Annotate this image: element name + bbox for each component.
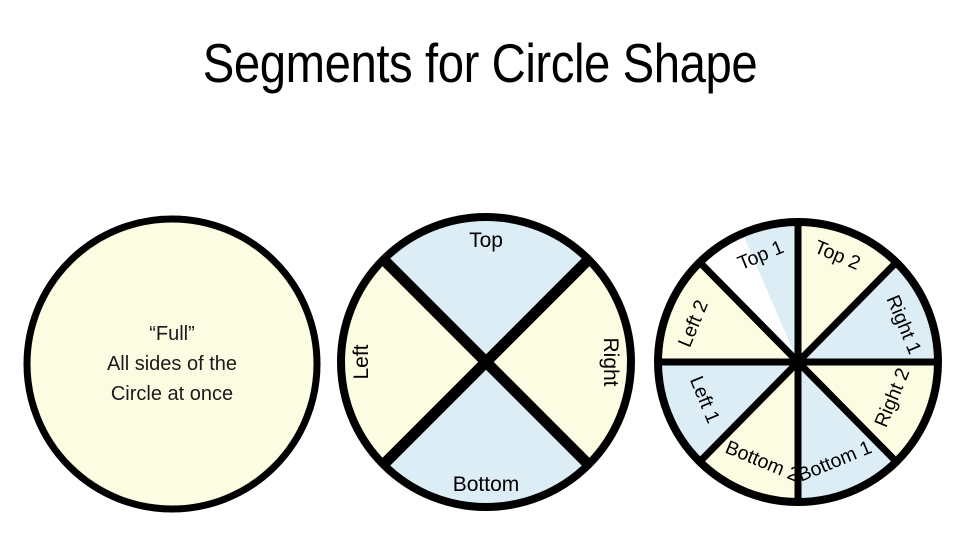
quadrant-label-bottom: Bottom bbox=[453, 473, 520, 496]
quadrant-segments bbox=[340, 216, 632, 508]
full-circle-label-line3: Circle at once bbox=[111, 383, 233, 405]
segment-left-1 bbox=[658, 362, 798, 462]
divider-diagonal-2 bbox=[379, 255, 593, 469]
octant-dividers bbox=[658, 222, 938, 502]
full-circle-label-line1: “Full” bbox=[149, 323, 195, 345]
figure-quadrant-circle: Top Bottom Left Right bbox=[337, 212, 636, 514]
divider-diagonal-ne-sw bbox=[697, 260, 899, 464]
page-title: Segments for Circle Shape bbox=[202, 32, 758, 94]
segment-top-1 bbox=[742, 221, 798, 362]
full-circle-shape bbox=[23, 215, 321, 513]
segment-bottom-2 bbox=[700, 362, 798, 502]
octant-circle-outline bbox=[654, 218, 942, 506]
octant-segments bbox=[658, 221, 938, 502]
segment-left-2 bbox=[658, 262, 798, 362]
quadrant-label-right: Right bbox=[599, 337, 622, 386]
quadrant-circle-outline bbox=[337, 213, 635, 511]
segment-bottom bbox=[383, 362, 589, 508]
segment-bottom-1 bbox=[798, 362, 896, 502]
figure-octant-circle: Top 1 Top 2 Right 1 Right 2 Bottom 1 Bot… bbox=[652, 214, 948, 514]
quadrant-label-left: Left bbox=[350, 344, 373, 379]
full-circle-label-line2: All sides of the bbox=[107, 353, 237, 375]
segment-top bbox=[383, 216, 589, 362]
segment-top-2 bbox=[798, 222, 896, 362]
segment-right bbox=[486, 259, 632, 465]
quadrant-label-top: Top bbox=[469, 229, 503, 252]
segment-left bbox=[340, 259, 486, 465]
figure-full-circle: “Full” All sides of the Circle at once bbox=[20, 212, 324, 516]
segment-right-2 bbox=[798, 362, 938, 462]
segment-right-1 bbox=[798, 262, 938, 362]
